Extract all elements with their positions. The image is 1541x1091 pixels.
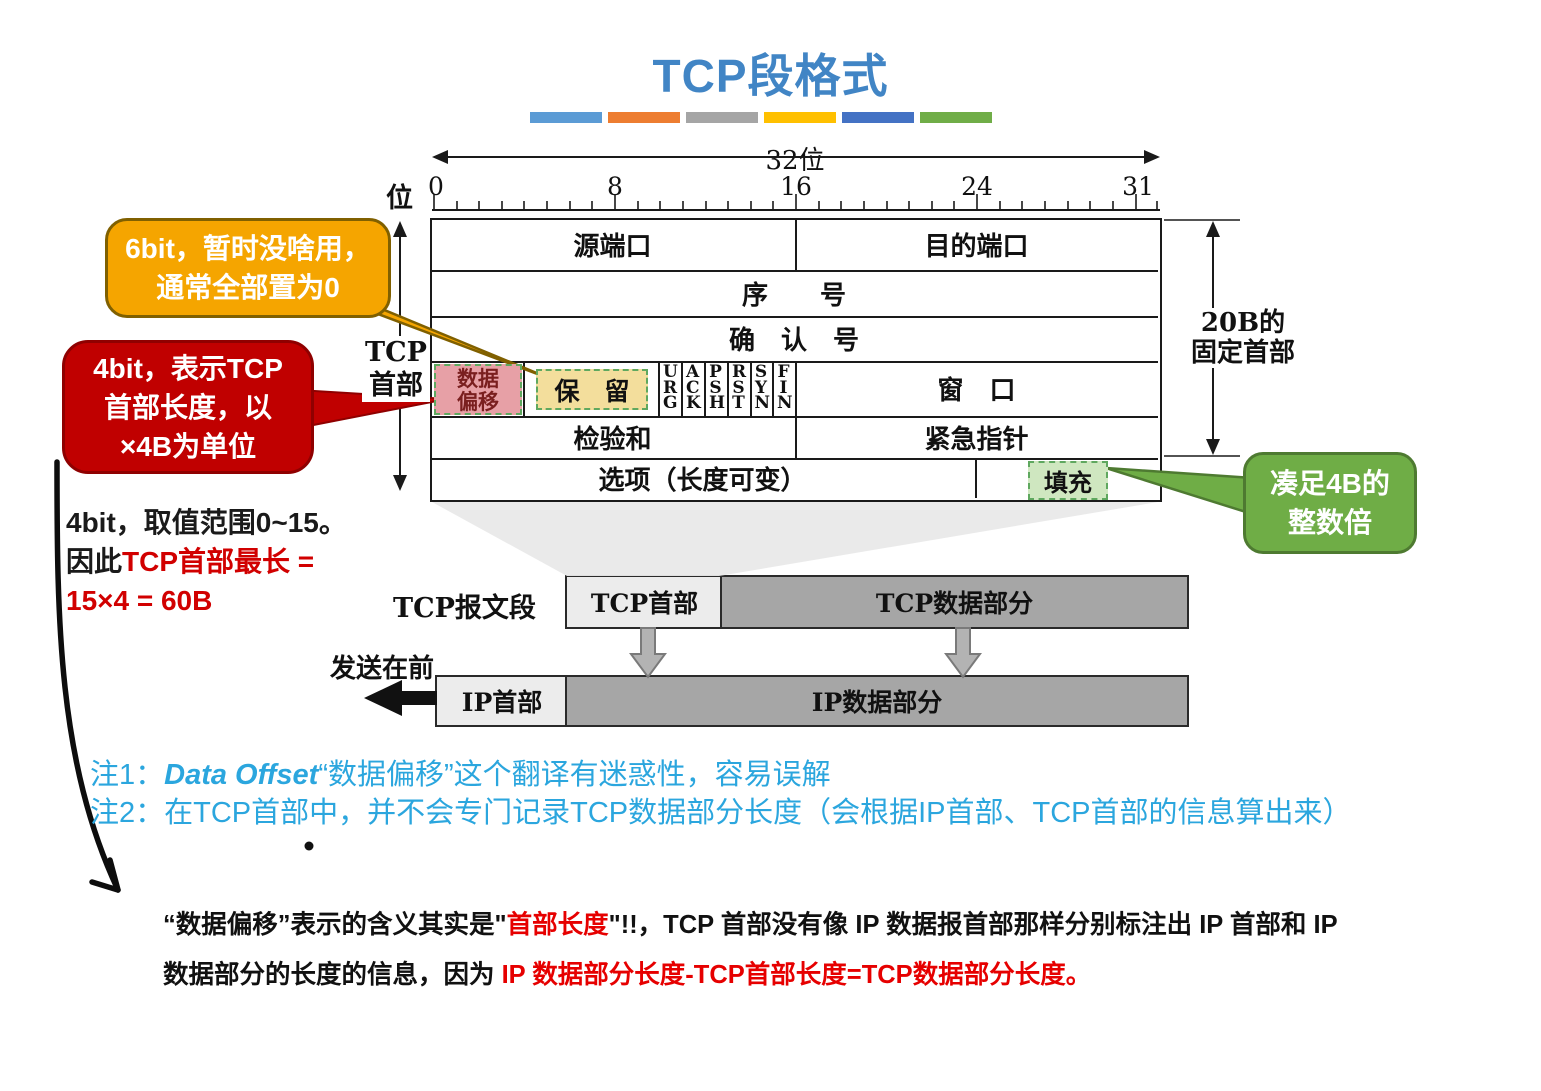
- grid-line: [430, 361, 1158, 363]
- data-offset-range-note: 4bit，取值范围0~15。 因此TCP首部最长 = 15×4 = 60B: [66, 503, 347, 620]
- down-arrow-icon: [944, 627, 982, 679]
- grid-line: [750, 361, 752, 416]
- grid-line: [430, 270, 1158, 272]
- field-options: 选项（长度可变）: [598, 465, 807, 496]
- note-1-prefix: 注1：: [90, 759, 165, 791]
- bottom-line-1: “数据偏移”表示的含义其实是"首部长度"!!，TCP 首部没有像 IP 数据报首…: [163, 900, 1443, 950]
- grid-line: [727, 361, 729, 416]
- note-1: 注1：Data Offset“数据偏移”这个翻译有迷惑性，容易误解: [90, 756, 1352, 794]
- tick-24: 24: [961, 172, 993, 201]
- bottom-l2-red: IP 数据部分长度-TCP首部长度=TCP数据部分长度。: [501, 961, 1092, 989]
- flag-fin-label: FIN: [777, 362, 793, 414]
- tcp-segment-row-label: TCP报文段: [393, 593, 536, 624]
- legend-bar-navy: [842, 112, 914, 123]
- arrowhead-right-icon: [1144, 150, 1160, 164]
- grid-line: [772, 361, 774, 416]
- tick-8: 8: [607, 172, 623, 201]
- flag-syn: SYN: [750, 361, 772, 416]
- callout-data-offset: 4bit，表示TCP 首部长度，以 ×4B为单位: [62, 340, 314, 474]
- flag-ack-label: ACK: [686, 362, 701, 414]
- field-source-port: 源端口: [573, 231, 652, 262]
- legend-bar-green: [920, 112, 992, 123]
- bit-axis-label: 位: [386, 183, 413, 214]
- bottom-l1-black2: "!!，TCP 首部没有像 IP 数据报首部那样分别标注出 IP 首部和 IP: [608, 911, 1338, 939]
- callout-reserved: 6bit，暂时没啥用， 通常全部置为0: [105, 218, 391, 318]
- grid-line: [430, 316, 1158, 318]
- left-arrow-icon: [364, 680, 437, 716]
- page-title: TCP段格式: [652, 50, 889, 102]
- legend-bar-blue: [530, 112, 602, 123]
- range-note-line2: 因此TCP首部最长 =: [66, 542, 347, 581]
- note-2: 注2：在TCP首部中，并不会专门记录TCP数据部分长度（会根据IP首部、TCP首…: [90, 797, 1352, 829]
- grid-line: [430, 416, 1158, 418]
- grid-line: [658, 361, 660, 416]
- bottom-l2-black: 数据部分的长度的信息，因为: [163, 961, 502, 989]
- grid-line: [795, 361, 797, 458]
- notes-block: 注1：Data Offset“数据偏移”这个翻译有迷惑性，容易误解 注2：在TC…: [90, 756, 1352, 832]
- tcp-header-bracket-label: TCP 首部: [362, 336, 430, 402]
- grid-line: [795, 218, 797, 270]
- flag-ack: ACK: [681, 361, 704, 416]
- tick-16: 16: [780, 172, 812, 201]
- ink-dot: [304, 841, 314, 851]
- bottom-line-2: 数据部分的长度的信息，因为 IP 数据部分长度-TCP首部长度=TCP数据部分长…: [163, 950, 1443, 1000]
- send-first-label: 发送在前: [330, 654, 435, 684]
- field-padding-highlight: 填充: [1028, 461, 1108, 500]
- bottom-l1-red: 首部长度: [506, 911, 609, 939]
- tick-0: 0: [428, 172, 444, 201]
- arrowhead-down-icon: [393, 475, 407, 491]
- grid-line: [975, 458, 977, 498]
- note-1-term: Data Offset: [164, 759, 319, 791]
- bottom-explanation: “数据偏移”表示的含义其实是"首部长度"!!，TCP 首部没有像 IP 数据报首…: [163, 900, 1443, 1000]
- arrowhead-left-icon: [432, 150, 448, 164]
- fixed-header-bracket-label: 20B的 固定首部: [1172, 308, 1314, 368]
- arrowhead-up-icon: [1206, 221, 1220, 237]
- range-note-line2-black: 因此: [66, 546, 123, 577]
- ip-header-box: IP首部: [435, 675, 569, 727]
- field-ack-number: 确 认 号: [728, 326, 859, 356]
- zoom-trapezoid: [432, 502, 1158, 576]
- range-note-line2-red: TCP首部最长 =: [122, 546, 315, 577]
- field-window: 窗 口: [937, 376, 1016, 406]
- range-note-line3: 15×4 = 60B: [66, 585, 213, 616]
- note-1-rest: “数据偏移”这个翻译有迷惑性，容易误解: [318, 759, 831, 791]
- flag-urg-label: URG: [663, 362, 678, 414]
- flag-fin: FIN: [772, 361, 795, 416]
- flag-rst-label: RST: [732, 362, 747, 414]
- down-arrow-icon: [629, 627, 667, 679]
- tcp-data-box: TCP数据部分: [720, 575, 1189, 629]
- field-data-offset-highlight: 数据 偏移: [434, 364, 522, 415]
- flag-psh-label: PSH: [709, 362, 726, 414]
- bottom-l1-black: “数据偏移”表示的含义其实是": [163, 911, 507, 939]
- field-reserved-highlight: 保 留: [536, 369, 648, 410]
- field-urgent-pointer: 紧急指针: [924, 424, 1029, 455]
- flag-syn-label: SYN: [754, 362, 771, 414]
- legend-bar-orange: [608, 112, 680, 123]
- field-checksum: 检验和: [573, 424, 652, 455]
- tcp-header-box: TCP首部: [565, 575, 724, 629]
- legend-bar-gray: [686, 112, 758, 123]
- bit-width-label: 32位: [745, 140, 845, 177]
- range-note-line1: 4bit，取值范围0~15。: [66, 507, 347, 538]
- flag-psh: PSH: [704, 361, 727, 416]
- flag-rst: RST: [727, 361, 750, 416]
- grid-line: [681, 361, 683, 416]
- ip-data-box: IP数据部分: [565, 675, 1189, 727]
- grid-line: [523, 361, 525, 416]
- field-dest-port: 目的端口: [924, 231, 1029, 262]
- handdrawn-arrowhead-icon: [89, 857, 121, 893]
- arrowhead-up-icon: [393, 221, 407, 237]
- tick-31: 31: [1122, 172, 1154, 201]
- legend-bar-gold: [764, 112, 836, 123]
- field-seq-number: 序 号: [741, 280, 846, 311]
- grid-line: [704, 361, 706, 416]
- legend-bars: [530, 112, 992, 123]
- grid-line: [430, 458, 1158, 460]
- arrowhead-down-icon: [1206, 439, 1220, 455]
- callout-padding: 凑足4B的 整数倍: [1243, 452, 1417, 554]
- flag-urg: URG: [658, 361, 681, 416]
